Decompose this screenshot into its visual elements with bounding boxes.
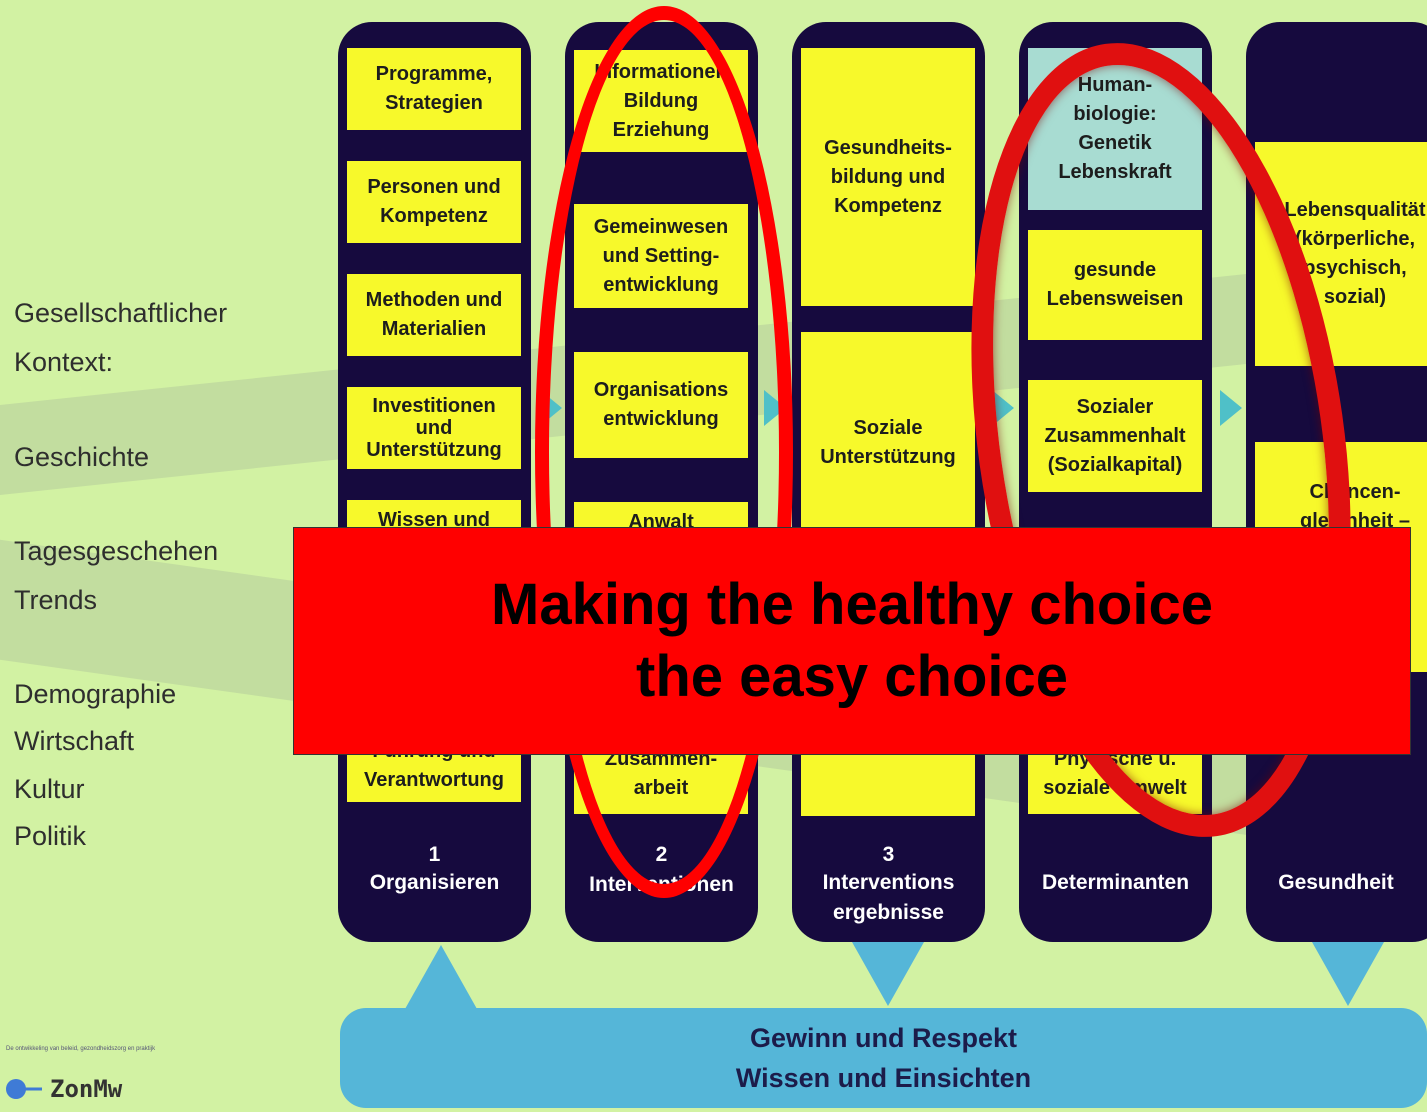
zonmw-logo: ZonMw (4, 1074, 122, 1104)
column-title: Organisieren (369, 871, 500, 894)
context-label: Wirtschaft (14, 726, 135, 756)
box-organisations: Organisations entwicklung (574, 352, 748, 458)
column-title: Gesundheit (1278, 871, 1394, 894)
column-gesundheit: Lebensqualität (körperliche, psychisch, … (1246, 22, 1427, 942)
column-number: 3 (882, 843, 895, 866)
column-number: 2 (655, 843, 668, 866)
bottom-bar: Gewinn und Respekt Wissen und Einsichten (340, 1008, 1427, 1108)
box-humanbiologie: Human- biologie: Genetik Lebenskraft (1028, 48, 1202, 210)
arrow-down-icon (1312, 942, 1384, 1006)
column-title: Determinanten (1041, 871, 1190, 894)
column-organisieren: Programme, Strategien Personen und Kompe… (338, 22, 531, 942)
column-interventionen: Informationen Bildung Erziehung Gemeinwe… (565, 22, 758, 942)
column-interventionsergebnisse: Gesundheits- bildung und Kompetenz Sozia… (792, 22, 985, 942)
box-sozialer-zusammenhalt: Sozialer Zusammenhalt (Sozialkapital) (1028, 380, 1202, 492)
column-number: 1 (428, 843, 441, 866)
arrow-down-icon (852, 942, 924, 1006)
box-lebensqualitaet: Lebensqualität (körperliche, psychisch, … (1255, 142, 1427, 366)
box-informationen: Informationen Bildung Erziehung (574, 50, 748, 152)
zonmw-logo-icon (6, 1079, 42, 1099)
column-title: Interventions ergebnisse (822, 871, 955, 924)
banner-line-1: Making the healthy choice (491, 572, 1213, 637)
box-personen: Personen und Kompetenz (347, 161, 521, 243)
box-methoden: Methoden und Materialien (347, 274, 521, 356)
box-investitionen: Investitionen und Unterstützung (347, 387, 521, 469)
bottom-line-2: Wissen und Einsichten (735, 1063, 1032, 1093)
context-label: Trends (14, 585, 98, 615)
column-title: Interventionen (589, 873, 734, 896)
context-label: Geschichte (14, 442, 150, 472)
bottom-line-1: Gewinn und Respekt (749, 1023, 1018, 1053)
context-label: Demographie (14, 679, 177, 709)
box-gesunde-lebensweisen: gesunde Lebensweisen (1028, 230, 1202, 340)
context-label: Kultur (14, 774, 85, 804)
banner-line-2: the easy choice (636, 644, 1068, 709)
box-programme: Programme, Strategien (347, 48, 521, 130)
headline-banner: Making the healthy choice the easy choic… (293, 527, 1411, 755)
box-gesundheitsbildung: Gesundheits- bildung und Kompetenz (801, 48, 975, 306)
column-determinanten: Human- biologie: Genetik Lebenskraft ges… (1019, 22, 1212, 942)
arrow-right-icon (1220, 390, 1242, 426)
context-label: Gesellschaftlicher (14, 298, 228, 328)
arrow-right-icon (764, 390, 786, 426)
box-gemeinwesen: Gemeinwesen und Setting- entwicklung (574, 204, 748, 308)
context-label: Tagesgeschehen (14, 536, 219, 566)
arrow-up-icon (405, 945, 477, 1009)
logo-tagline: De ontwikkeling van beleid, gezondheidsz… (6, 1046, 156, 1052)
logo-text: ZonMw (50, 1075, 123, 1103)
arrow-right-icon (540, 390, 562, 426)
arrow-right-icon (992, 390, 1014, 426)
context-label: Politik (14, 821, 87, 851)
box-soziale-unterstuetzung: Soziale Unterstützung (801, 332, 975, 554)
context-label: Kontext: (14, 347, 114, 377)
